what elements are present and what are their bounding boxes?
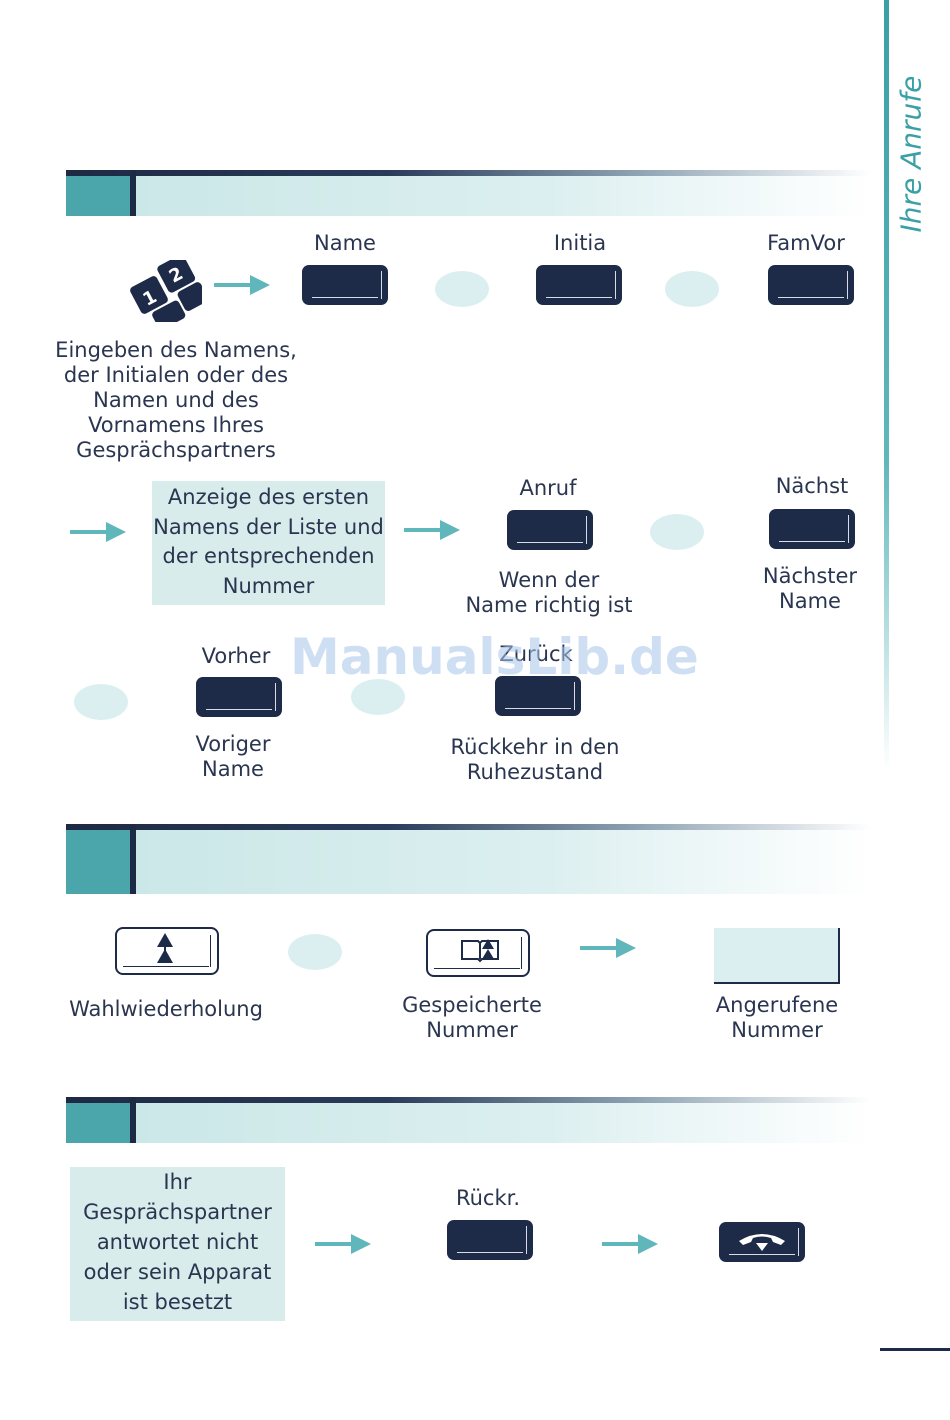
initia-softkey[interactable] <box>536 265 622 305</box>
redial-arrow-icon <box>157 933 173 963</box>
busy-info-box: Ihr Gesprächspartner antwortet nicht ode… <box>70 1167 285 1321</box>
section-header-3 <box>66 1097 871 1143</box>
naechst-description: Nächster Name <box>762 564 858 613</box>
name-softkey[interactable] <box>302 265 388 305</box>
anruf-description: Wenn der Name richtig ist <box>465 568 633 617</box>
or-oval <box>435 271 489 307</box>
hangup-key[interactable] <box>719 1222 805 1262</box>
keypad-icon: 1 2 <box>128 260 202 322</box>
or-oval <box>351 679 405 715</box>
key-label-name: Name <box>314 231 376 255</box>
arrow-icon <box>70 522 126 542</box>
called-description: Angerufene Nummer <box>715 993 839 1042</box>
key-label-vorher: Vorher <box>201 644 271 668</box>
vorher-description: Voriger Name <box>195 732 271 781</box>
famvor-softkey[interactable] <box>768 265 854 305</box>
naechst-softkey[interactable] <box>769 509 855 549</box>
key-label-rueckr: Rückr. <box>455 1186 521 1210</box>
watermark: ManualsLib.de <box>290 628 699 686</box>
key-label-famvor: FamVor <box>767 231 845 255</box>
arrow-icon <box>315 1234 371 1254</box>
zurueck-softkey[interactable] <box>495 676 581 716</box>
key-label-zurueck: Zurück <box>499 642 573 666</box>
display-info-box: Anzeige des ersten Namens der Liste und … <box>152 481 385 605</box>
side-title-text: Ihre Anrufe <box>894 75 928 233</box>
side-title: Ihre Anrufe <box>888 75 928 236</box>
section-header-2 <box>66 824 871 894</box>
hangup-handset-icon <box>739 1234 785 1251</box>
vorher-softkey[interactable] <box>196 677 282 717</box>
arrow-icon <box>602 1234 658 1254</box>
zurueck-description: Rückkehr in den Ruhezustand <box>450 735 620 784</box>
side-rule <box>884 0 889 770</box>
anruf-softkey[interactable] <box>507 510 593 550</box>
or-oval <box>650 514 704 550</box>
page-rule <box>880 1348 950 1351</box>
redial-key[interactable] <box>115 927 219 975</box>
rueckr-softkey[interactable] <box>447 1220 533 1260</box>
keypad-description: Eingeben des Namens, der Initialen oder … <box>55 338 297 462</box>
stored-description: Gespeicherte Nummer <box>402 993 542 1042</box>
redial-description: Wahlwiederholung <box>69 997 263 1021</box>
or-oval <box>288 934 342 970</box>
key-label-initia: Initia <box>553 231 607 255</box>
phonebook-icon <box>461 939 499 963</box>
stored-number-key[interactable] <box>426 929 530 977</box>
key-label-naechst: Nächst <box>775 474 849 498</box>
display-screen <box>714 928 840 984</box>
or-oval <box>74 684 128 720</box>
section-header-1 <box>66 170 871 216</box>
key-label-anruf: Anruf <box>519 476 577 500</box>
arrow-icon <box>214 275 270 295</box>
or-oval <box>665 271 719 307</box>
arrow-icon <box>580 938 636 958</box>
arrow-icon <box>404 520 460 540</box>
